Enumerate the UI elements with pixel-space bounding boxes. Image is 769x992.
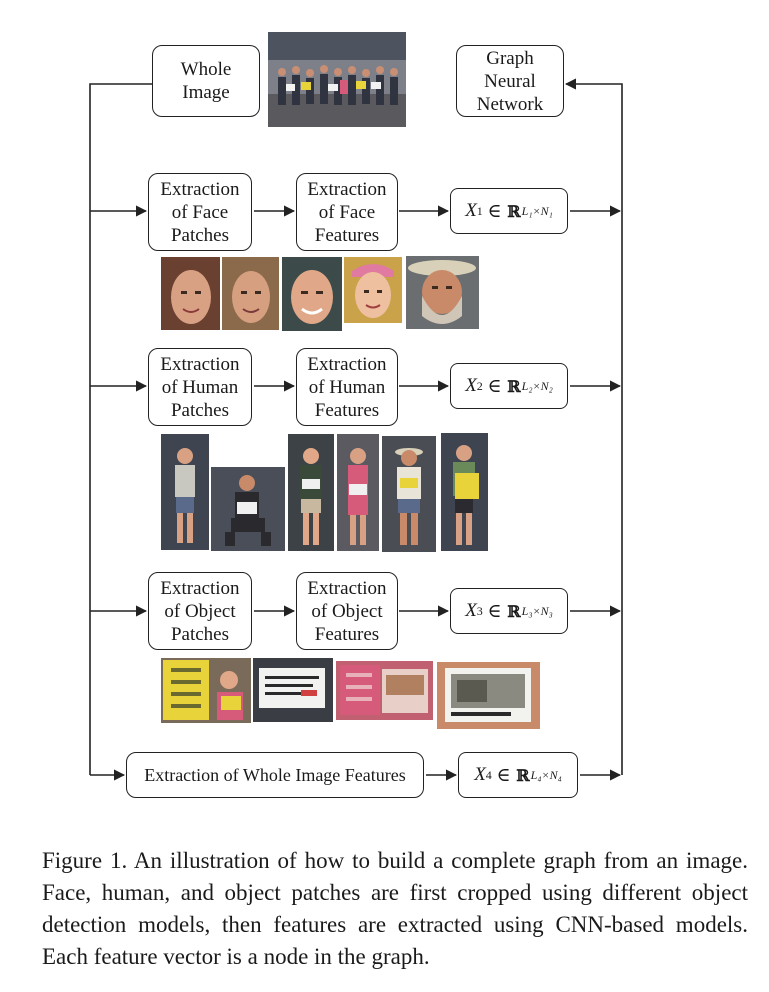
face-patch-4 [344,257,402,323]
face-patch-2 [222,257,279,330]
left-trunk-line [89,83,152,775]
x3-set: ℝ [507,601,521,621]
x2-var: X [465,375,477,396]
x4-set: ℝ [516,765,530,785]
object-patch-3 [336,661,433,720]
x4-dims: L₄×N₄ [530,767,562,782]
object-features-node: Extraction of Object Features [296,572,398,650]
x3-dims: L₃×N₃ [521,603,553,618]
whole-image-photo [268,32,406,127]
x1-set: ℝ [507,201,521,221]
whole-image-features-node: Extraction of Whole Image Features [126,752,424,798]
human-patches-node: Extraction of Human Patches [148,348,252,426]
x2-sub: 2 [476,378,483,393]
x4-var: X [474,764,486,785]
human-patch-6 [441,433,488,551]
human-patch-4 [337,434,379,551]
human-patch-3 [288,434,334,551]
object-patch-1 [161,658,251,723]
graph-neural-network-node: Graph Neural Network [456,45,564,117]
x1-var: X [465,200,477,221]
face-features-node: Extraction of Face Features [296,173,398,251]
x4-sub: 4 [485,767,492,782]
figure-caption: Figure 1. An illustration of how to buil… [42,848,748,969]
object-patch-2 [253,658,333,722]
x3-var: X [465,600,477,621]
object-patches-node: Extraction of Object Patches [148,572,252,650]
right-trunk-to-gnn [564,78,623,775]
x1-sub: 1 [476,203,483,218]
human-patch-5 [382,436,436,552]
x2-set: ℝ [507,376,521,396]
face-patch-1 [161,257,220,330]
x3-sub: 3 [476,603,483,618]
object-patch-4 [437,662,540,729]
human-features-node: Extraction of Human Features [296,348,398,426]
human-patch-1 [161,434,209,550]
x2-dims: L₂×N₂ [521,378,553,393]
face-patch-3 [282,257,342,331]
face-patch-5 [406,256,479,329]
human-patch-2 [211,467,285,551]
x1-dims: L₁×N₁ [521,203,553,218]
whole-image-node: Whole Image [152,45,260,117]
crowd-photo-illustration [268,32,406,127]
face-patches-node: Extraction of Face Patches [148,173,252,251]
